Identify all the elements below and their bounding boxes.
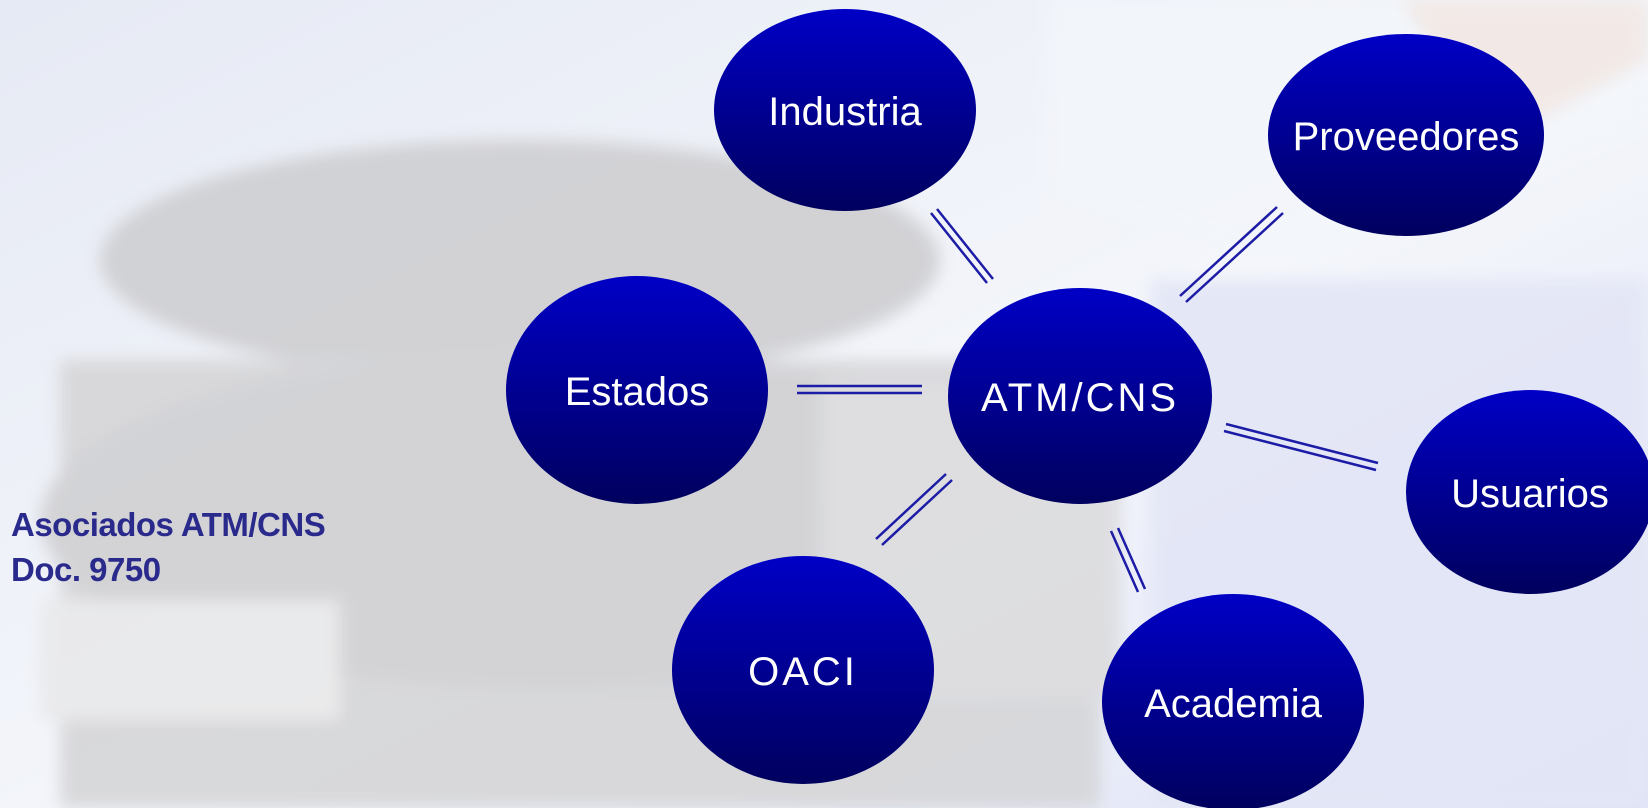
node-industria: Industria xyxy=(714,9,976,211)
diagram-caption: Asociados ATM/CNS Doc. 9750 xyxy=(11,502,431,592)
node-academia: Academia xyxy=(1102,594,1364,808)
caption-doc-number: Doc. 9750 xyxy=(11,551,161,588)
node-proveedores: Proveedores xyxy=(1268,34,1544,236)
connector-academia xyxy=(1109,527,1147,593)
node-estados: Estados xyxy=(506,276,768,504)
connector-usuarios xyxy=(1223,422,1379,472)
node-usuarios: Usuarios xyxy=(1406,390,1648,594)
node-label-industria: Industria xyxy=(768,90,922,134)
node-atm-cns: ATM/CNS xyxy=(948,288,1212,504)
node-label-estados: Estados xyxy=(565,370,710,414)
node-label-atm-cns: ATM/CNS xyxy=(981,376,1179,420)
connector-oaci xyxy=(875,473,953,546)
connector-proveedores xyxy=(1179,206,1284,303)
node-label-usuarios: Usuarios xyxy=(1451,472,1609,516)
connector-industria xyxy=(930,208,994,284)
node-label-proveedores: Proveedores xyxy=(1293,115,1520,159)
connectors xyxy=(797,206,1379,593)
caption-title: Asociados ATM/CNS xyxy=(11,506,326,543)
connector-estados xyxy=(797,384,922,395)
node-label-oaci: OACI xyxy=(748,650,858,694)
node-label-academia: Academia xyxy=(1144,682,1323,726)
node-oaci: OACI xyxy=(672,556,934,784)
